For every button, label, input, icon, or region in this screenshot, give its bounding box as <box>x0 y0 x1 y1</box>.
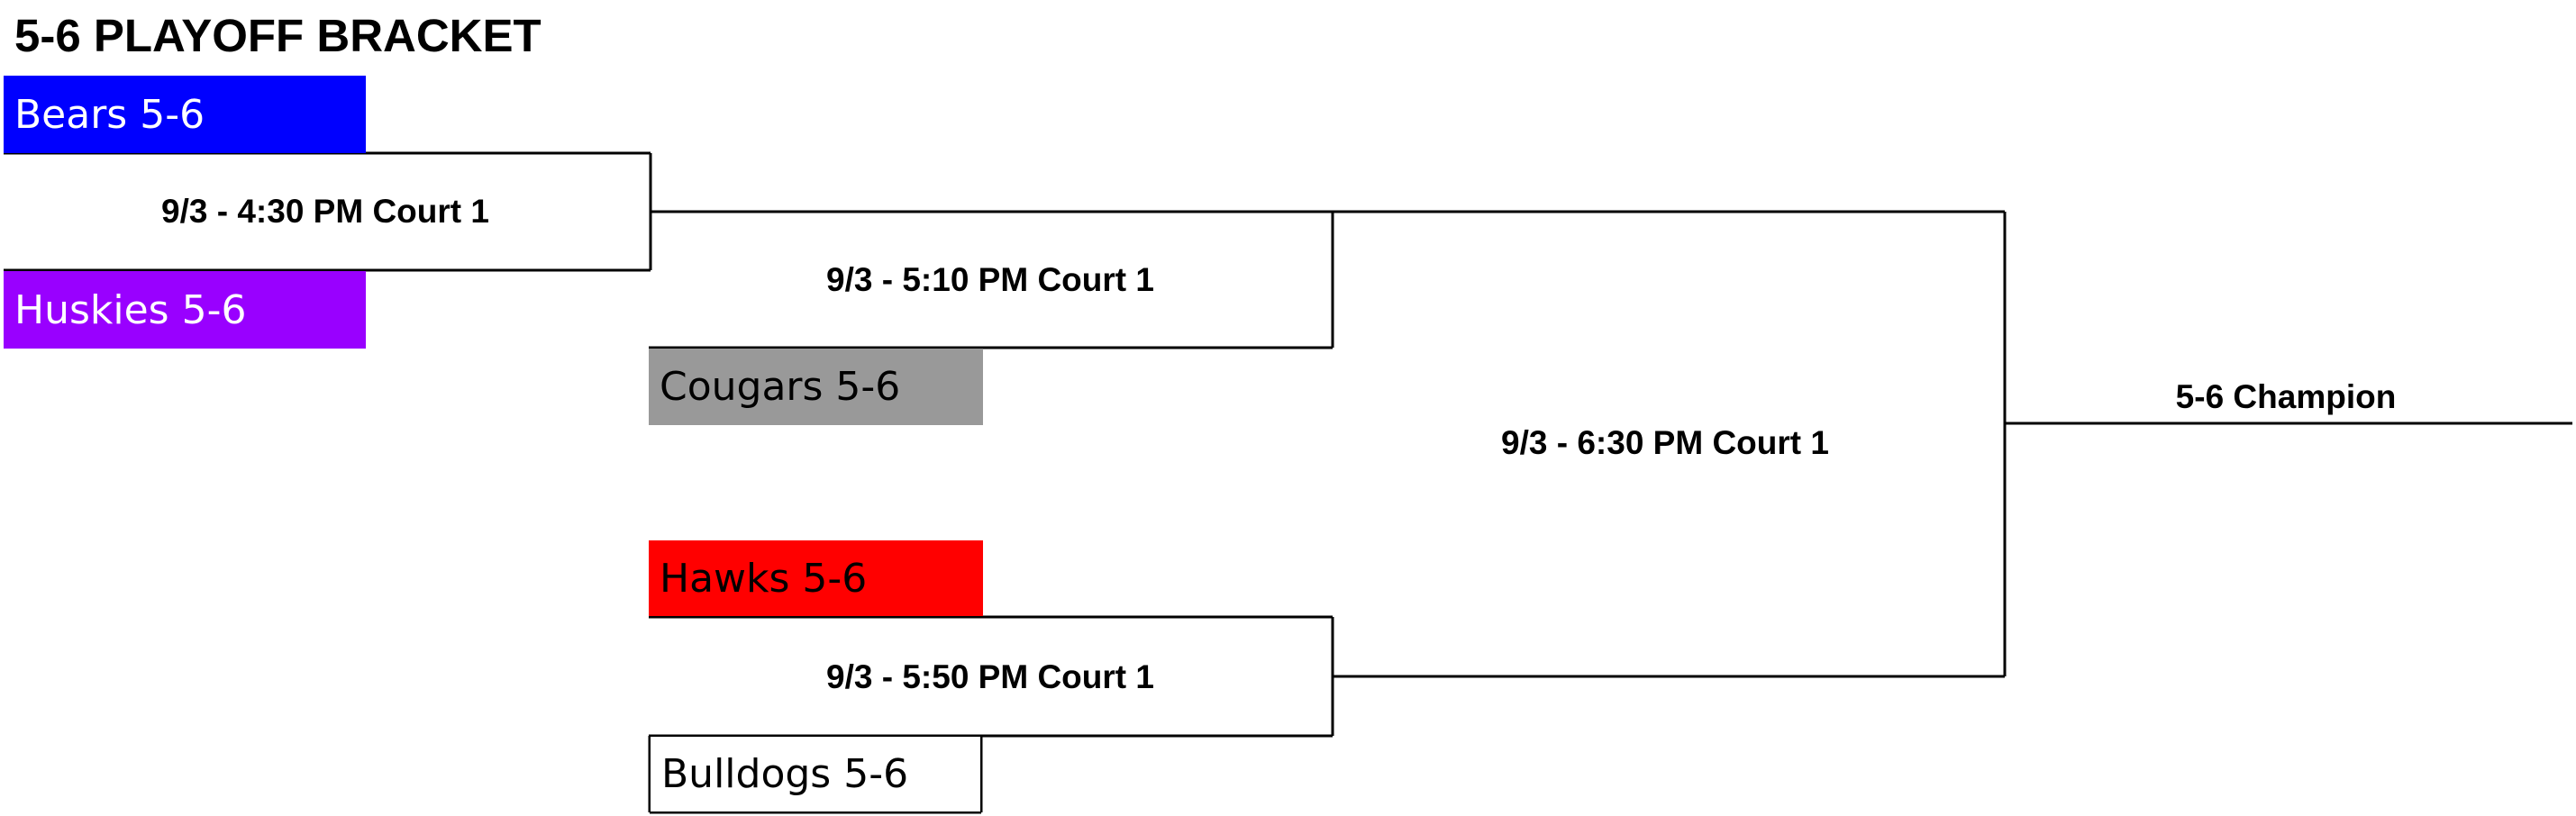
team-bulldogs-label: Bulldogs 5-6 <box>661 751 909 797</box>
team-huskies-label: Huskies 5-6 <box>14 286 247 333</box>
game3-time-label: 9/3 - 5:50 PM Court 1 <box>826 658 1154 695</box>
final-time-label: 9/3 - 6:30 PM Court 1 <box>1501 424 1829 461</box>
bracket-title: 5-6 PLAYOFF BRACKET <box>14 10 542 61</box>
team-bears: Bears 5-6 <box>4 76 366 153</box>
team-bulldogs: Bulldogs 5-6 <box>651 737 980 811</box>
team-hawks-label: Hawks 5-6 <box>660 555 868 602</box>
team-huskies: Huskies 5-6 <box>4 271 366 349</box>
game2-time-label: 9/3 - 5:10 PM Court 1 <box>826 261 1154 298</box>
team-bears-label: Bears 5-6 <box>14 91 205 138</box>
team-hawks: Hawks 5-6 <box>649 540 983 616</box>
team-cougars: Cougars 5-6 <box>649 349 983 425</box>
champion-label: 5-6 Champion <box>2175 378 2397 415</box>
game1-time-label: 9/3 - 4:30 PM Court 1 <box>161 193 489 230</box>
team-cougars-label: Cougars 5-6 <box>660 364 901 410</box>
